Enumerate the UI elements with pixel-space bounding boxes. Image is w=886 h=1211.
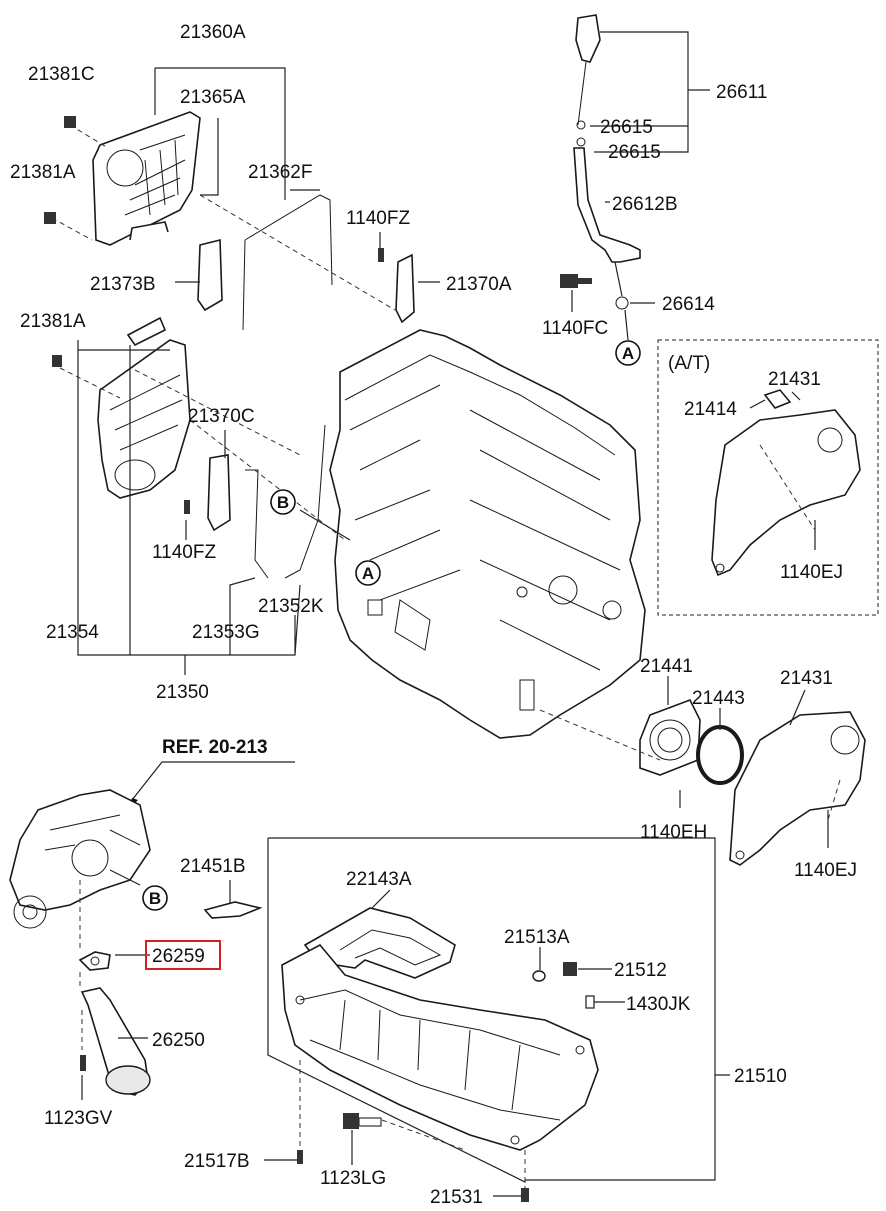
o-ring-b xyxy=(576,137,586,147)
at-group-box xyxy=(657,339,879,616)
callout-1140FZ-mid[interactable]: 1140FZ xyxy=(152,542,216,563)
engine-block xyxy=(329,329,646,739)
drive-plate-21431 xyxy=(729,711,866,866)
callout-21353G[interactable]: 21353G xyxy=(192,622,260,643)
callout-1140EH[interactable]: 1140EH xyxy=(640,822,707,843)
bolt-21381A-mid xyxy=(52,355,62,367)
callout-26615-b[interactable]: 26615 xyxy=(608,142,661,163)
dipstick-rod xyxy=(577,61,587,126)
pin-1430JK xyxy=(585,995,595,1009)
callout-21373B[interactable]: 21373B xyxy=(90,274,156,295)
bracket-21414 xyxy=(763,389,792,409)
bolt-1140FC xyxy=(560,274,592,288)
callout-21513A[interactable]: 21513A xyxy=(504,927,570,948)
bolt-1140FZ-top xyxy=(378,248,384,262)
reference-label[interactable]: REF. 20-213 xyxy=(162,737,268,758)
callout-1430JK[interactable]: 1430JK xyxy=(626,994,691,1015)
bolt-21381C xyxy=(64,116,76,128)
callout-21531[interactable]: 21531 xyxy=(430,1187,483,1208)
marker-A-top: A xyxy=(615,340,641,366)
callout-21352K[interactable]: 21352K xyxy=(258,596,324,617)
callout-21362F[interactable]: 21362F xyxy=(248,162,312,183)
marker-B-low: B xyxy=(142,885,168,911)
bolt-1123LG xyxy=(343,1113,382,1129)
dipstick-handle xyxy=(575,14,601,63)
bolt-1140FZ-mid xyxy=(184,500,190,514)
callout-21510[interactable]: 21510 xyxy=(734,1066,787,1087)
svg-text:B: B xyxy=(277,493,289,512)
callout-21354[interactable]: 21354 xyxy=(46,622,99,643)
upper-timing-cover xyxy=(92,111,201,246)
bracket-21373B xyxy=(197,238,223,312)
marker-B-mid: B xyxy=(270,489,296,515)
callout-1123GV[interactable]: 1123GV xyxy=(44,1108,113,1129)
callout-21381A-mid[interactable]: 21381A xyxy=(20,311,86,332)
callout-26612B[interactable]: 26612B xyxy=(612,194,678,215)
svg-text:B: B xyxy=(149,889,161,908)
seal-case-21441 xyxy=(639,698,701,776)
callout-21431[interactable]: 21431 xyxy=(780,668,833,689)
o-ring-a xyxy=(576,120,586,130)
callout-21443[interactable]: 21443 xyxy=(692,688,745,709)
strainer-26250 xyxy=(80,987,151,1096)
washer-21513A xyxy=(532,970,546,982)
hose-21353G xyxy=(245,469,269,579)
callout-21451B[interactable]: 21451B xyxy=(180,856,246,877)
drain-plug-21512 xyxy=(563,962,577,976)
bolt-1123GV xyxy=(80,1055,86,1071)
callout-26611[interactable]: 26611 xyxy=(716,82,767,103)
lower-timing-cover xyxy=(97,316,191,499)
bolt-21381A-top xyxy=(44,212,56,224)
callout-21512[interactable]: 21512 xyxy=(614,960,667,981)
callout-26614[interactable]: 26614 xyxy=(662,294,715,315)
bolt-21517B xyxy=(297,1150,303,1164)
callout-21370C[interactable]: 21370C xyxy=(188,406,255,427)
drive-plate-21431-at xyxy=(711,409,861,577)
callout-1123LG[interactable]: 1123LG xyxy=(320,1168,386,1189)
svg-text:A: A xyxy=(622,344,634,363)
dipstick-guide xyxy=(573,147,641,263)
oil-seal-21443 xyxy=(696,725,744,785)
oil-pan-21510 xyxy=(281,943,599,1151)
callout-21360A[interactable]: 21360A xyxy=(180,22,246,43)
callout-21441[interactable]: 21441 xyxy=(640,656,693,677)
marker-A-mid: A xyxy=(355,560,381,586)
callout-1140EJ[interactable]: 1140EJ xyxy=(794,860,857,881)
oil-pump xyxy=(9,789,151,929)
highlight-box-26259 xyxy=(145,940,221,970)
callout-1140FC[interactable]: 1140FC xyxy=(542,318,608,339)
callout-1140EJ-at[interactable]: 1140EJ xyxy=(780,562,843,583)
callout-26615-a[interactable]: 26615 xyxy=(600,117,653,138)
svg-text:A: A xyxy=(362,564,374,583)
gasket-21451B xyxy=(203,901,263,919)
hose-21352K xyxy=(284,424,326,579)
gasket-26259 xyxy=(78,951,111,971)
callout-26259[interactable]: 26259 xyxy=(152,946,205,967)
callout-21517B[interactable]: 21517B xyxy=(184,1151,250,1172)
bracket-21370C xyxy=(207,454,231,532)
callout-21431-at[interactable]: 21431 xyxy=(768,369,821,390)
callout-22143A[interactable]: 22143A xyxy=(346,869,412,890)
callout-26250[interactable]: 26250 xyxy=(152,1030,205,1051)
bracket-21370A xyxy=(395,253,415,324)
callout-21350[interactable]: 21350 xyxy=(156,682,209,703)
o-ring-26614 xyxy=(615,296,629,310)
callout-21381A-top[interactable]: 21381A xyxy=(10,162,76,183)
callout-21414[interactable]: 21414 xyxy=(684,399,737,420)
bolt-21531 xyxy=(521,1188,529,1202)
at-group-label: (A/T) xyxy=(668,353,710,374)
callout-1140FZ-top[interactable]: 1140FZ xyxy=(346,208,410,229)
callout-21381C[interactable]: 21381C xyxy=(28,64,95,85)
callout-21370A[interactable]: 21370A xyxy=(446,274,512,295)
timing-gasket-21362F xyxy=(242,194,333,331)
callout-21365A[interactable]: 21365A xyxy=(180,87,246,108)
